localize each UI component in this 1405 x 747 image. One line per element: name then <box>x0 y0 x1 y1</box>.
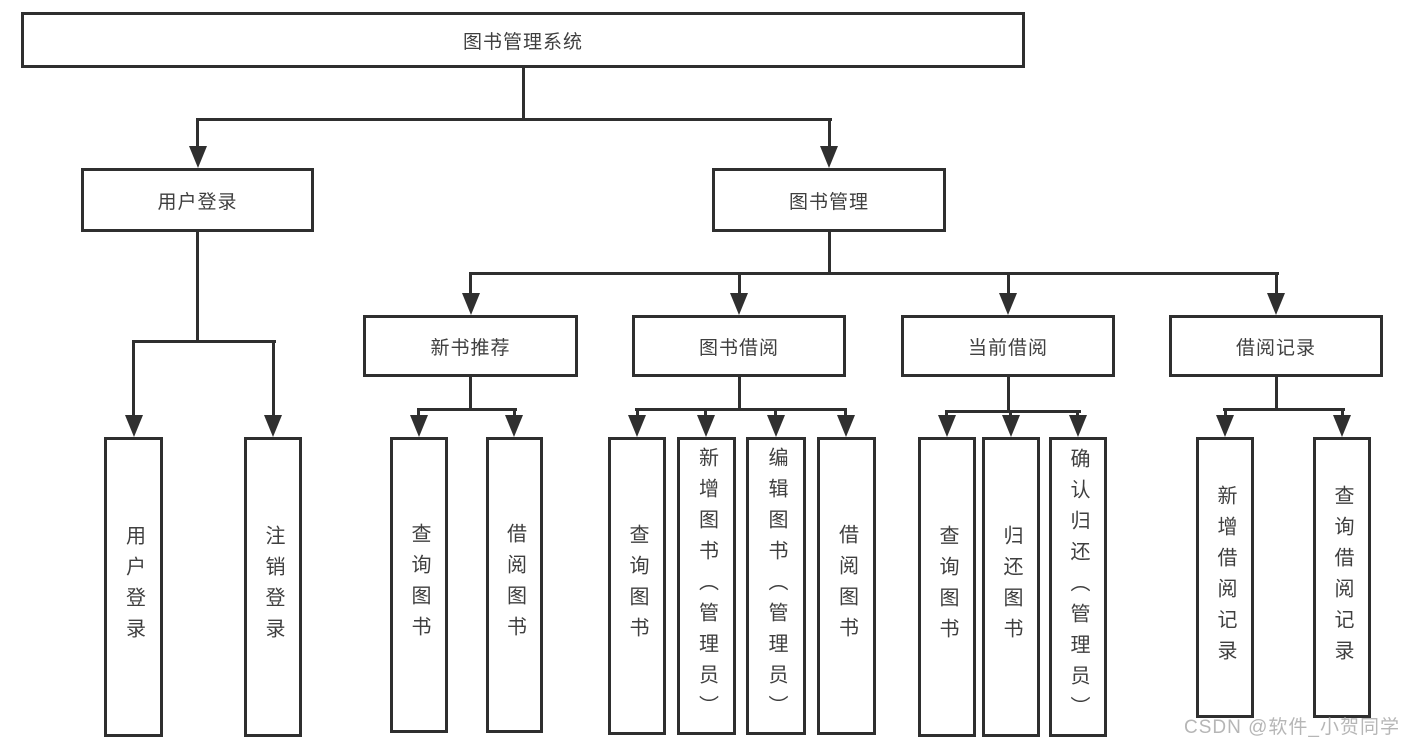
connector-line <box>1076 410 1079 418</box>
arrowhead <box>767 415 785 437</box>
arrowhead <box>938 415 956 437</box>
arrowhead <box>1333 415 1351 437</box>
connector-line <box>196 118 199 152</box>
arrowhead <box>1069 415 1087 437</box>
connector-line <box>1007 272 1010 296</box>
leaf-current-query-books: 查询图书 <box>918 437 976 737</box>
leaf-query-borrow-record-label: 查询借阅记录 <box>1331 484 1353 671</box>
arrowhead <box>837 415 855 437</box>
node-user-login: 用户登录 <box>81 168 314 232</box>
arrowhead <box>730 293 748 315</box>
connector-line <box>132 340 276 343</box>
arrowhead <box>125 415 143 437</box>
connector-line <box>1007 377 1010 413</box>
arrowhead <box>264 415 282 437</box>
leaf-logout: 注销登录 <box>244 437 302 737</box>
leaf-recommend-query-books: 查询图书 <box>390 437 448 733</box>
arrowhead <box>1002 415 1020 437</box>
arrowhead <box>462 293 480 315</box>
connector-line <box>738 377 741 411</box>
connector-line <box>469 272 472 296</box>
arrowhead <box>628 415 646 437</box>
arrowhead <box>999 293 1017 315</box>
connector-line <box>738 272 741 296</box>
connector-line <box>828 118 831 152</box>
leaf-confirm-return-admin-label: 确认归还（管理员） <box>1067 447 1089 727</box>
connector-line <box>774 408 777 418</box>
connector-line <box>945 410 948 418</box>
leaf-current-query-books-label: 查询图书 <box>936 525 958 649</box>
arrowhead <box>505 415 523 437</box>
leaf-add-books-admin-label: 新增图书（管理员） <box>695 446 718 726</box>
connector-line <box>828 232 831 275</box>
node-borrowing-records: 借阅记录 <box>1169 315 1383 377</box>
leaf-add-books-admin: 新增图书（管理员） <box>677 437 736 735</box>
leaf-user-login-label: 用户登录 <box>122 525 145 649</box>
connector-line <box>522 68 525 121</box>
leaf-borrowing-query-books: 查询图书 <box>608 437 666 735</box>
node-book-borrowing: 图书借阅 <box>632 315 846 377</box>
connector-line <box>1275 272 1278 296</box>
connector-line <box>1341 408 1344 418</box>
connector-line <box>1009 410 1012 418</box>
arrowhead <box>1267 293 1285 315</box>
leaf-user-login: 用户登录 <box>104 437 163 737</box>
connector-line <box>469 272 1279 275</box>
connector-line <box>272 340 275 418</box>
connector-line <box>469 377 472 411</box>
arrowhead <box>820 146 838 168</box>
leaf-borrow-books-label: 借阅图书 <box>835 524 858 648</box>
connector-line <box>636 408 639 418</box>
connector-line <box>635 408 847 411</box>
leaf-confirm-return-admin: 确认归还（管理员） <box>1049 437 1107 737</box>
connector-line <box>196 232 199 343</box>
arrowhead <box>189 146 207 168</box>
node-root-system: 图书管理系统 <box>21 12 1025 68</box>
connector-line <box>1224 408 1227 418</box>
arrowhead <box>410 415 428 437</box>
connector-line <box>704 408 707 418</box>
connector-line <box>132 340 135 418</box>
leaf-recommend-borrow-books-label: 借阅图书 <box>503 523 526 647</box>
connector-line <box>1275 377 1278 411</box>
connector-line <box>417 408 420 418</box>
leaf-add-borrow-record-label: 新增借阅记录 <box>1214 484 1236 671</box>
leaf-edit-books-admin: 编辑图书（管理员） <box>746 437 806 735</box>
watermark: CSDN @软件_小贺同学 <box>1184 717 1400 738</box>
leaf-recommend-query-books-label: 查询图书 <box>408 523 430 647</box>
arrowhead <box>1216 415 1234 437</box>
leaf-return-books-label: 归还图书 <box>1000 525 1022 649</box>
connector-line <box>513 408 516 418</box>
leaf-add-borrow-record: 新增借阅记录 <box>1196 437 1254 718</box>
arrowhead <box>697 415 715 437</box>
connector-line <box>196 118 832 121</box>
leaf-logout-label: 注销登录 <box>262 525 284 649</box>
node-new-book-recommendation: 新书推荐 <box>363 315 578 377</box>
connector-line <box>1223 408 1345 411</box>
node-book-management: 图书管理 <box>712 168 946 232</box>
connector-line <box>945 410 1081 413</box>
leaf-borrowing-query-books-label: 查询图书 <box>626 524 648 648</box>
connector-line <box>844 408 847 418</box>
leaf-query-borrow-record: 查询借阅记录 <box>1313 437 1371 718</box>
leaf-edit-books-admin-label: 编辑图书（管理员） <box>765 446 787 726</box>
leaf-return-books: 归还图书 <box>982 437 1040 737</box>
leaf-recommend-borrow-books: 借阅图书 <box>486 437 543 733</box>
connector-line <box>417 408 517 411</box>
node-current-borrowing: 当前借阅 <box>901 315 1115 377</box>
leaf-borrow-books: 借阅图书 <box>817 437 876 735</box>
